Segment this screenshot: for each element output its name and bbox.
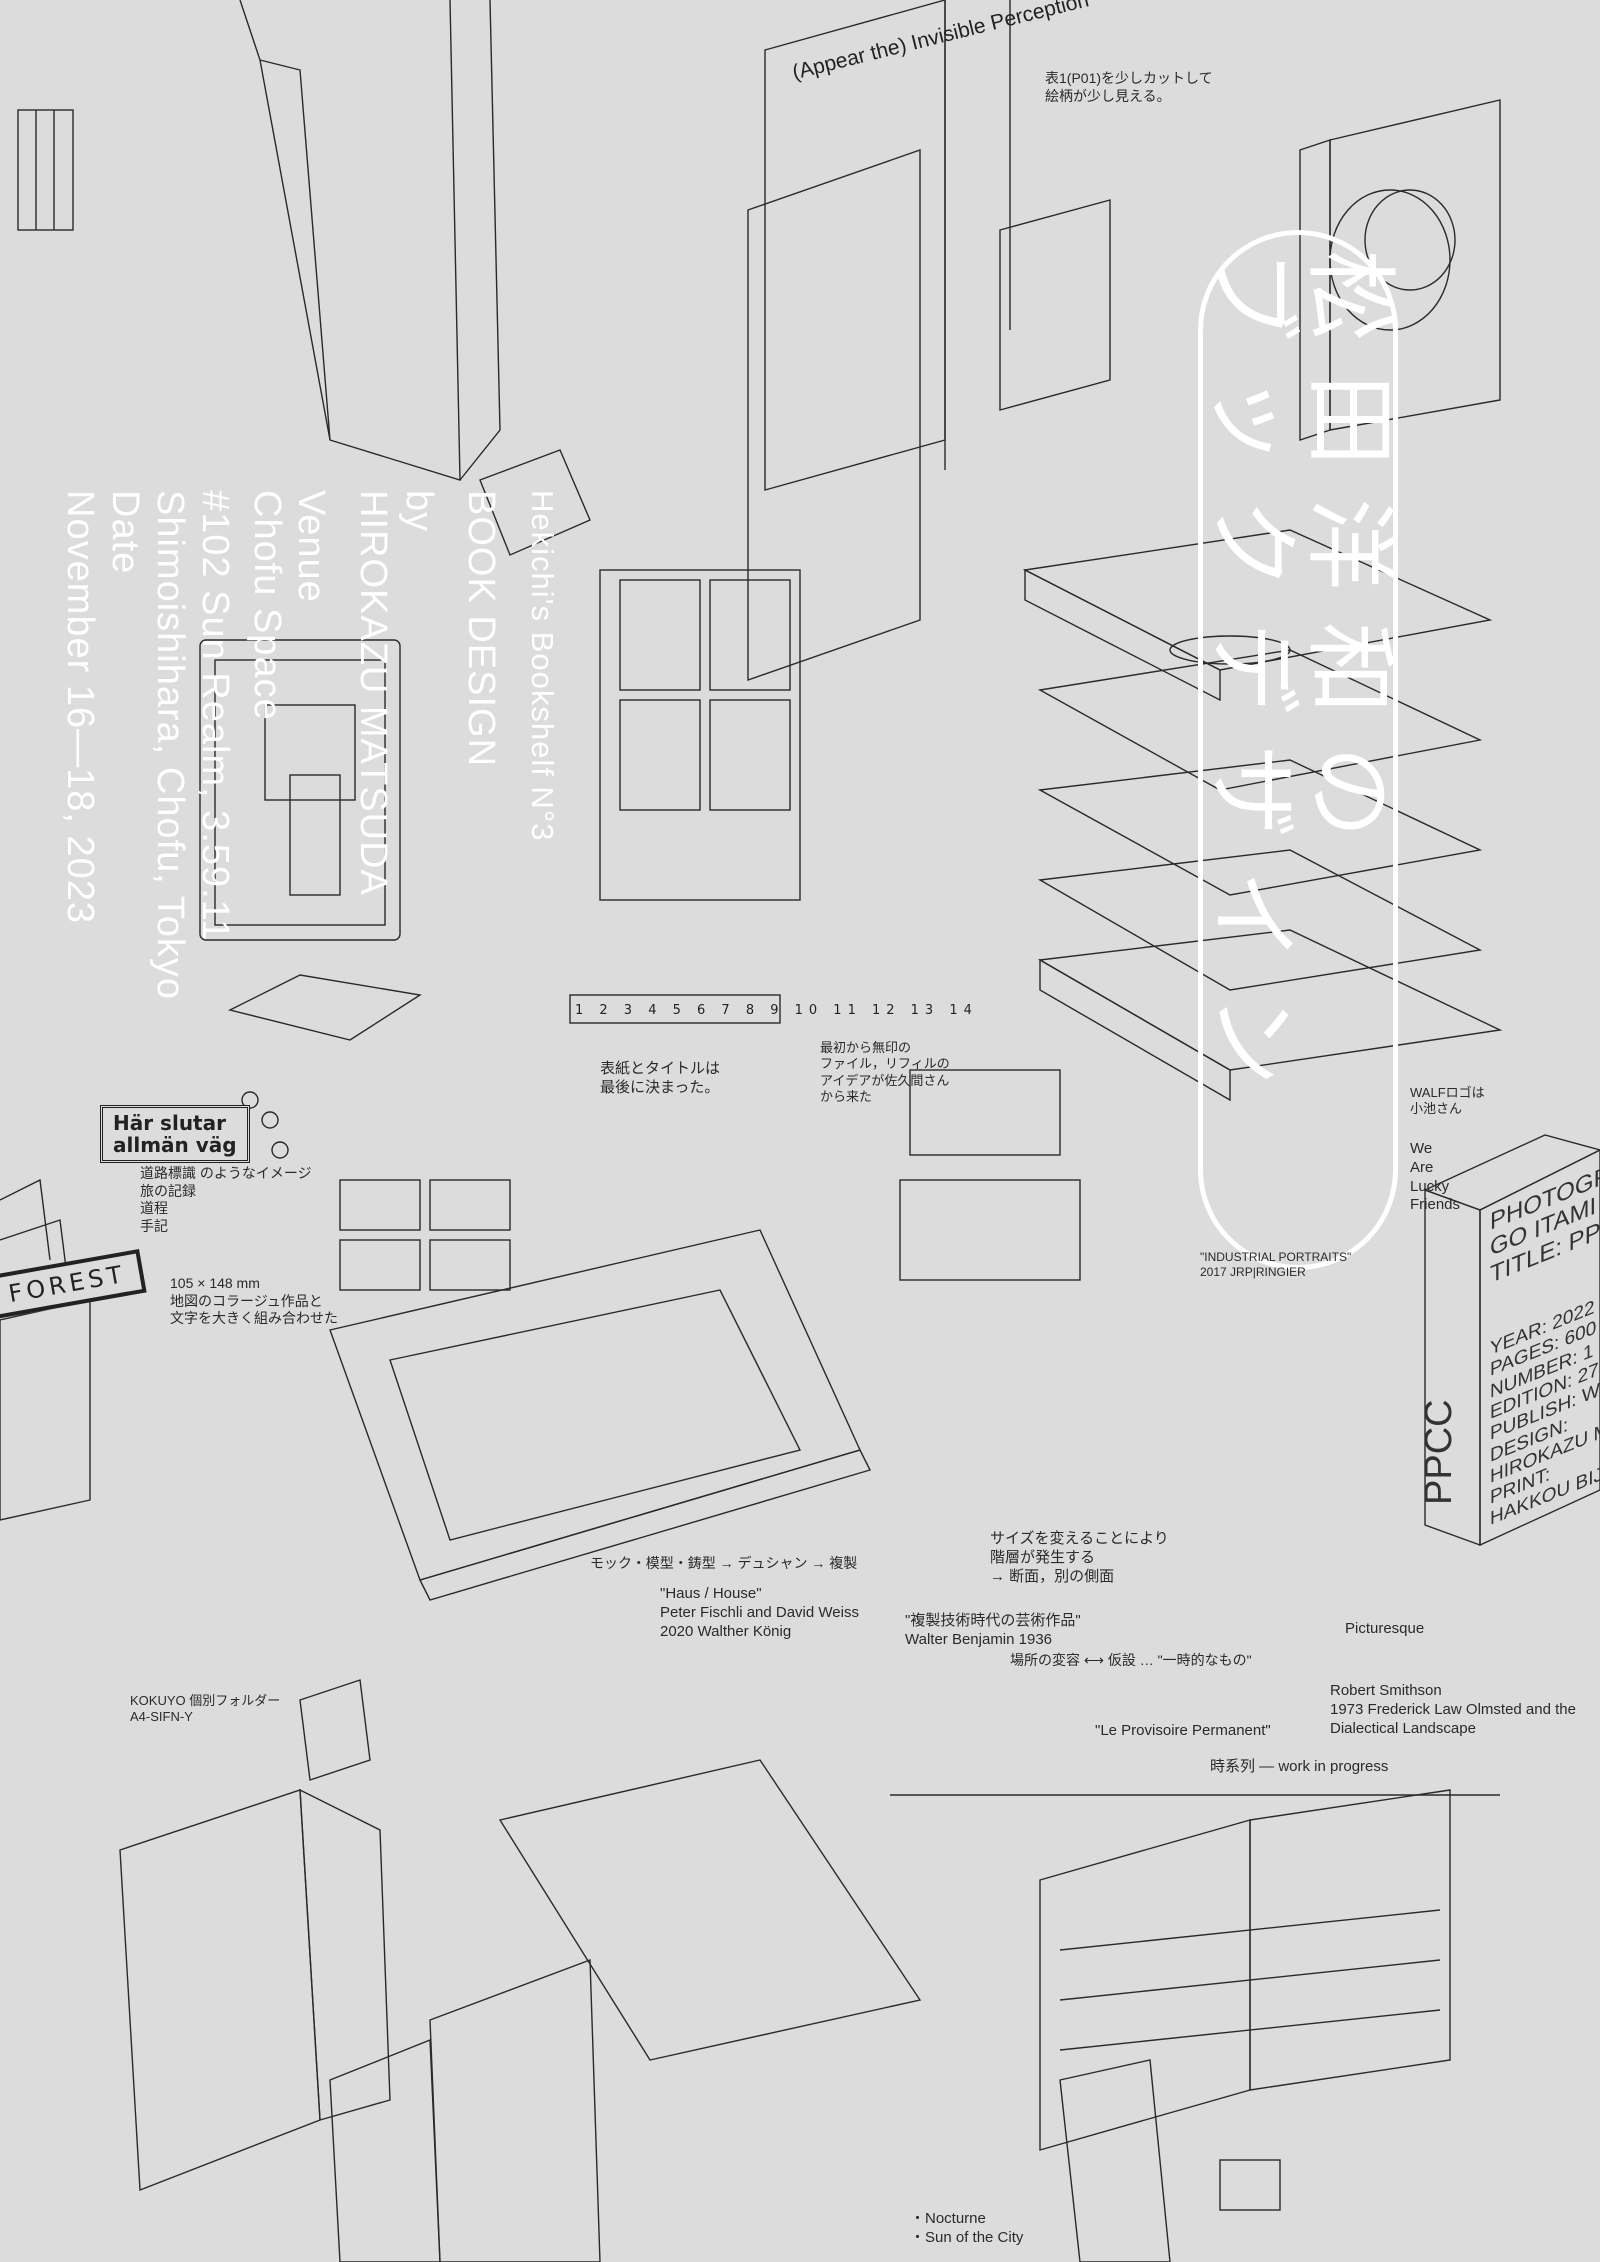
venue-name: Chofu Space [246,490,288,721]
event-info-block: Hekichi's Bookshelf N°3 BOOK DESIGN by H… [0,490,560,1690]
by-label: by [398,490,440,533]
event-date: November 16—18, 2023 [59,490,101,925]
exploded-layers-sketch [1022,529,1503,1102]
note-smithson: Robert Smithson 1973 Frederick Law Olmst… [1330,1682,1576,1737]
note-size: 105 × 148 mm 地図のコラージュ作品と 文字を大きく組み合わせた [170,1275,338,1326]
venue-label: Venue [290,490,332,603]
jp-title-right-column: 松田洋和の [1296,250,1403,871]
note-mock: モック・模型・鋳型 → デュシャン → 複製 [590,1555,858,1571]
open-book-sketch [17,0,501,481]
bottom-sketches [119,1679,1500,2262]
ppcc-spine-label: PPCC [1418,1399,1460,1505]
note-work-in-progress: 時系列 — work in progress [1210,1758,1389,1775]
address-line-2: Shimoishihara, Chofu, Tokyo [149,490,191,1000]
ruler-numbers: 1 2 3 4 5 6 7 8 9 10 11 12 13 14 [575,1003,978,1018]
note-haus-house: "Haus / House" Peter Fischli and David W… [660,1585,859,1640]
note-industrial-portraits: "INDUSTRIAL PORTRAITS" 2017 JRP|RINGIER [1200,1250,1352,1279]
note-file-idea: 最初から無印の ファイル，リフィルの アイデアが佐久間さん から来た [820,1040,950,1104]
note-walf-logo: WALFロゴは 小池さん [1410,1085,1485,1117]
designer-name: HIROKAZU MATSUDA [352,490,394,896]
note-size-change: サイズを変えることにより 階層が発生する → 断面，別の側面 [990,1530,1169,1585]
road-sign: Här slutar allmän väg [100,1105,250,1163]
note-picturesque: Picturesque [1345,1620,1425,1637]
date-label: Date [104,490,146,575]
jp-title-left-column: ブックデザイン [1199,250,1306,1119]
ppcc-box-sketch [1423,1134,1600,1547]
binder-file-sketch [199,449,801,1041]
note-kokuyo: KOKUYO 個別フォルダー A4-SIFN-Y [130,1693,281,1725]
exhibition-title: BOOK DESIGN [460,490,502,768]
note-lucky-friends: We Are Lucky Friends [1410,1140,1461,1214]
note-nocturne: ・Nocturne ・Sun of the City [910,2210,1024,2246]
folder-sketch [329,1069,1081,1601]
title-frame [1198,230,1398,1270]
invisible-perception-book-sketch [747,0,1111,681]
note-cover-title: 表紙とタイトルは 最後に決まった。 [600,1060,721,1096]
note-road-sign: 道路標識 のようなイメージ 旅の記録 道程 手記 [140,1165,312,1234]
note-place: 場所の変容 ⟷ 仮設 … "一時的なもの" [1010,1652,1252,1668]
series-title: Hekichi's Bookshelf N°3 [525,490,560,842]
note-benjamin: "複製技術時代の芸術作品" Walter Benjamin 1936 [905,1612,1081,1648]
note-cover-cut: 表1(P01)を少しカットして 絵柄が少し見える。 [1045,70,1213,104]
note-provisoire: "Le Provisoire Permanent" [1095,1722,1271,1739]
address-line-1: #102 Sun Realm, 3.59.11 [194,490,236,942]
